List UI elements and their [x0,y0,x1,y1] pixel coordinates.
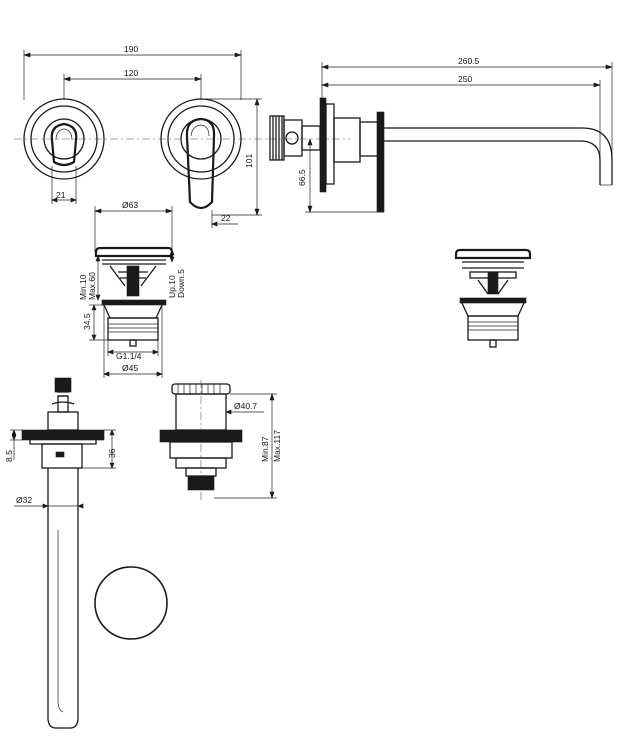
dim-left-handle-width: 21 [56,190,66,200]
dim-handle-height: 101 [244,154,254,168]
waste-detail-view: Ø63 Min.10 Max.60 Up.10 Down.5 34.5 [78,200,186,378]
valve-body-view: Ø40.7 Min.87 Max.117 [159,380,282,500]
dim-spout-total-length: 260.5 [458,56,480,66]
dim-waste-min: Min.10 [78,274,88,300]
dim-waste-down: Down.5 [176,269,186,298]
dim-waste-body-height: 34.5 [82,313,92,330]
dim-waste-body-diameter: Ø45 [122,363,138,373]
dim-spout-offset: 22 [221,213,231,223]
dim-waste-cap-diameter: Ø63 [122,200,138,210]
dim-valve-depth-min: Min.87 [260,436,270,462]
cover-plate-view [94,566,168,640]
dim-waste-up: Up.10 [167,275,177,298]
dim-valve-pipe-height: 36 [107,448,117,458]
dim-valve-pipe-diameter: Ø32 [16,495,32,505]
side-view-spout: 260.5 250 66.5 [268,56,613,213]
dim-valve-depth-max: Max.117 [272,430,282,462]
dim-spout-length: 250 [458,74,472,84]
waste-simple-view [454,248,532,348]
dim-valve-flange-thickness: 8.5 [4,450,14,462]
dim-spout-height: 66.5 [297,169,307,186]
dim-waste-max: Max.60 [87,272,97,300]
dim-front-total-width: 190 [124,44,138,54]
left-handle-rosette [23,98,105,180]
right-handle-rosette [160,98,242,210]
dim-front-center-distance: 120 [124,68,138,78]
front-view: 190 120 21 [14,44,270,228]
dim-valve-body-diameter: Ø40.7 [234,401,257,411]
dim-waste-thread: G1.1/4 [116,351,142,361]
valve-pipe-view: 8.5 36 Ø32 [4,377,117,729]
